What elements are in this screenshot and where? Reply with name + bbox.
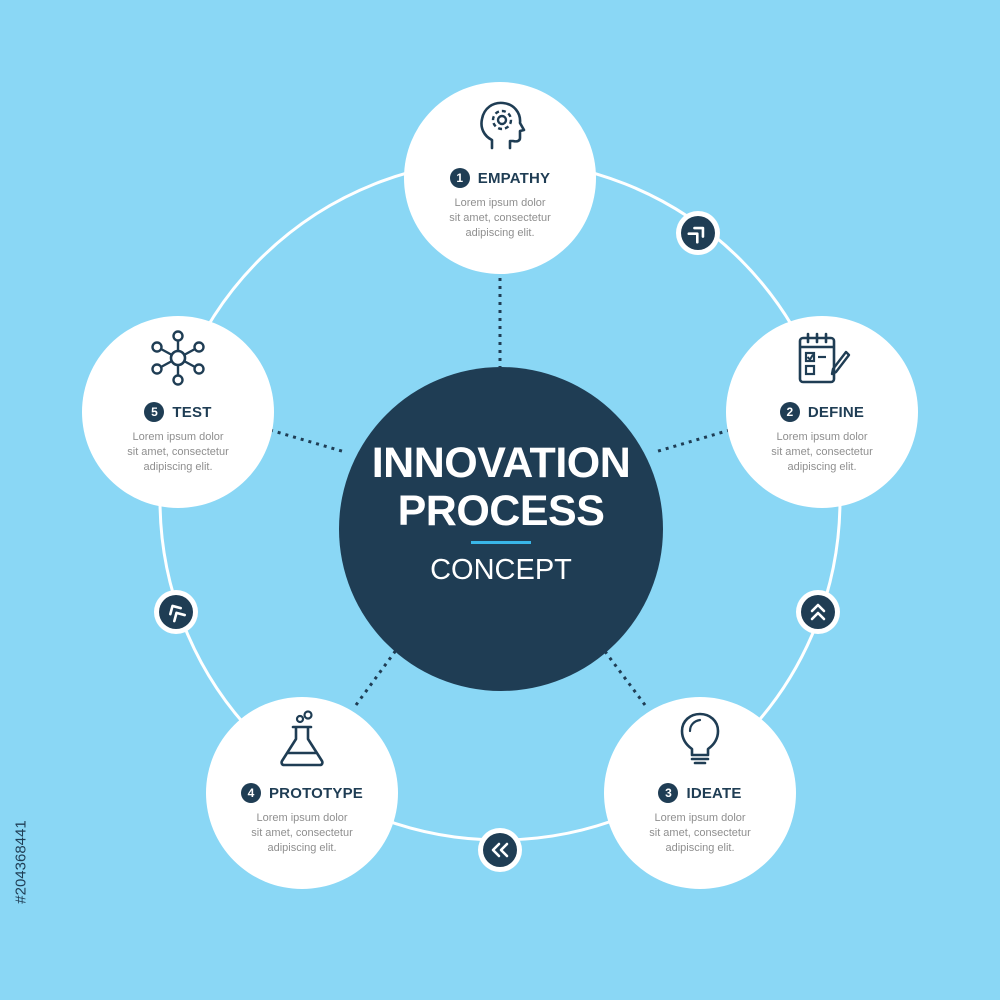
step-node-empathy: 1 EMPATHY Lorem ipsum dolor sit amet, con… <box>404 82 596 274</box>
step-description-line: Lorem ipsum dolor <box>256 812 348 824</box>
central-hub: INNOVATION PROCESS CONCEPT <box>339 367 663 691</box>
flow-arrow-define-ideate <box>796 590 840 634</box>
stock-id-credit: #204368441 <box>10 762 32 962</box>
step-description: Lorem ipsum dolor sit amet, consectetur … <box>632 811 768 856</box>
flask-icon <box>280 710 324 767</box>
step-node-prototype: 4 PROTOTYPE Lorem ipsum dolor sit amet, c… <box>206 697 398 889</box>
step-description-line: sit amet, consectetur <box>251 827 353 839</box>
step-label: EMPATHY <box>477 169 551 187</box>
checklist-pencil-icon <box>798 332 851 384</box>
dotted-link-define <box>654 428 731 454</box>
step-description-line: sit amet, consectetur <box>449 212 551 224</box>
step-description-line: Lorem ipsum dolor <box>776 431 868 443</box>
step-node-test: 5 TEST Lorem ipsum dolor sit amet, consec… <box>82 316 274 508</box>
step-heading: 2 DEFINE <box>726 402 918 422</box>
step-heading: 1 EMPATHY <box>404 168 596 188</box>
step-node-ideate: 3 IDEATE Lorem ipsum dolor sit amet, cons… <box>604 697 796 889</box>
hub-divider <box>471 541 531 544</box>
hub-title-line2: PROCESS <box>397 487 605 535</box>
step-number-badge: 3 <box>658 783 679 803</box>
step-description-line: adipiscing elit. <box>665 842 735 854</box>
dotted-link-prototype <box>354 641 404 706</box>
step-heading: 3 IDEATE <box>604 783 796 803</box>
step-number-badge: 5 <box>144 402 165 422</box>
step-heading: 5 TEST <box>82 402 274 422</box>
step-label: PROTOTYPE <box>268 784 364 802</box>
step-description-line: adipiscing elit. <box>267 842 337 854</box>
double-chevron-icon <box>810 603 826 621</box>
step-label: DEFINE <box>807 403 865 421</box>
step-description-line: adipiscing elit. <box>143 461 213 473</box>
step-description-line: sit amet, consectetur <box>649 827 751 839</box>
step-node-define: 2 DEFINE Lorem ipsum dolor sit amet, cons… <box>726 316 918 508</box>
step-description-line: sit amet, consectetur <box>771 446 873 458</box>
step-description: Lorem ipsum dolor sit amet, consectetur … <box>110 430 246 475</box>
step-description: Lorem ipsum dolor sit amet, consectetur … <box>234 811 370 856</box>
step-description-line: Lorem ipsum dolor <box>454 197 546 209</box>
double-chevron-icon <box>169 604 186 623</box>
flow-arrow-ideate-prototype <box>478 828 522 872</box>
dotted-link-test <box>269 428 346 454</box>
step-description-line: Lorem ipsum dolor <box>132 431 224 443</box>
step-number-badge: 2 <box>779 402 800 422</box>
step-description: Lorem ipsum dolor sit amet, consectetur … <box>432 196 568 241</box>
step-description-line: adipiscing elit. <box>465 227 535 239</box>
step-number-badge: 4 <box>240 783 261 803</box>
double-chevron-icon <box>491 842 509 858</box>
step-description-line: adipiscing elit. <box>787 461 857 473</box>
step-description-line: Lorem ipsum dolor <box>654 812 746 824</box>
double-chevron-icon <box>687 226 705 244</box>
step-heading: 4 PROTOTYPE <box>206 783 398 803</box>
light-bulb-icon <box>680 712 720 765</box>
flow-arrow-empathy-define <box>676 211 720 255</box>
hub-title: INNOVATION PROCESS <box>339 439 663 535</box>
step-number-badge: 1 <box>449 168 470 188</box>
network-nodes-icon <box>151 330 205 386</box>
head-gear-icon <box>480 101 526 150</box>
hub-subtitle: CONCEPT <box>430 554 572 586</box>
step-label: IDEATE <box>686 784 742 802</box>
step-description: Lorem ipsum dolor sit amet, consectetur … <box>754 430 890 475</box>
flow-arrow-prototype-test <box>154 590 198 634</box>
step-description-line: sit amet, consectetur <box>127 446 229 458</box>
stock-id-text: #204368441 <box>12 820 30 904</box>
hub-title-line1: INNOVATION <box>371 439 631 487</box>
step-label: TEST <box>172 403 212 421</box>
